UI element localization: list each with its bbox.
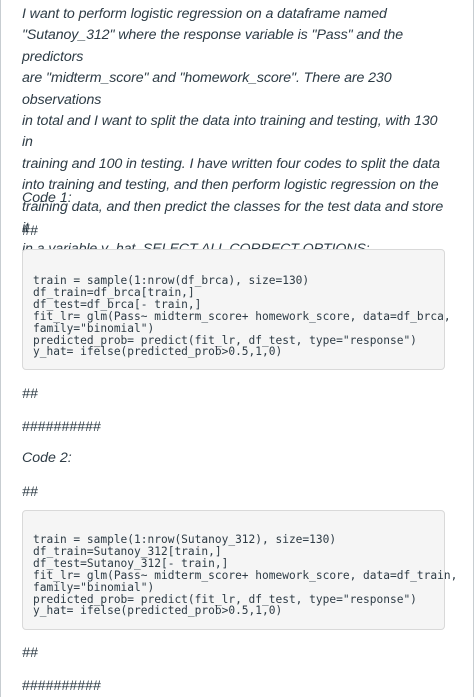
code-line: train = sample(1:nrow(df_brca), size=130… (33, 274, 310, 287)
code2-label: Code 2: (22, 450, 72, 466)
code-line: df_test=Sutanoy_312[- train,] (33, 556, 229, 570)
question-line: are "midterm_score" and "homework_score"… (22, 70, 392, 108)
code-line: predicted_prob= predict(fit_lr, df_test,… (33, 333, 417, 347)
question-line: "Sutanoy_312" where the response variabl… (22, 27, 403, 65)
code-line: family="binomial") (33, 580, 155, 594)
code-line: y_hat= ifelse(predicted_prob>0.5,1,0) (33, 345, 283, 359)
question-line: training data, and then predict the clas… (22, 198, 444, 237)
code-line: family="binomial") (33, 321, 155, 335)
code2-block: train = sample(1:nrow(Sutanoy_312), size… (22, 510, 457, 630)
code1-hash-top: ## (22, 223, 38, 239)
code1-label: Code 1: (22, 190, 72, 206)
code-line: df_train=Sutanoy_312[train,] (33, 544, 222, 558)
code-line: predicted_prob= predict(fit_lr, df_test,… (33, 592, 417, 606)
code2-hash-top: ## (22, 484, 38, 500)
code2-separator: ########## (22, 678, 101, 694)
code-line: fit_lr= glm(Pass~ midterm_score+ homewor… (33, 568, 458, 582)
code1-lines: train = sample(1:nrow(df_brca), size=130… (23, 250, 451, 359)
question-line: in total and I want to split the data in… (22, 113, 438, 151)
code-line: fit_lr= glm(Pass~ midterm_score+ homewor… (33, 309, 451, 323)
code-line: df_test=df_brca[- train,] (33, 297, 202, 311)
question-line: into training and testing, and then perf… (22, 177, 439, 194)
code2-hash-bottom: ## (22, 645, 38, 661)
question-text: I want to perform logistic regression on… (22, 4, 452, 261)
question-line: I want to perform logistic regression on… (22, 6, 387, 22)
question-line: training and 100 in testing. I have writ… (22, 155, 440, 172)
code1-separator: ########## (22, 419, 101, 435)
code1-hash-bottom: ## (22, 386, 38, 402)
code1-block: train = sample(1:nrow(df_brca), size=130… (22, 249, 451, 370)
code-line: train = sample(1:nrow(Sutanoy_312), size… (33, 533, 337, 546)
code-line: y_hat= ifelse(predicted_prob>0.5,1,0) (33, 604, 283, 618)
code2-lines: train = sample(1:nrow(Sutanoy_312), size… (23, 511, 457, 618)
code-line: df_train=df_brca[train,] (33, 285, 195, 299)
